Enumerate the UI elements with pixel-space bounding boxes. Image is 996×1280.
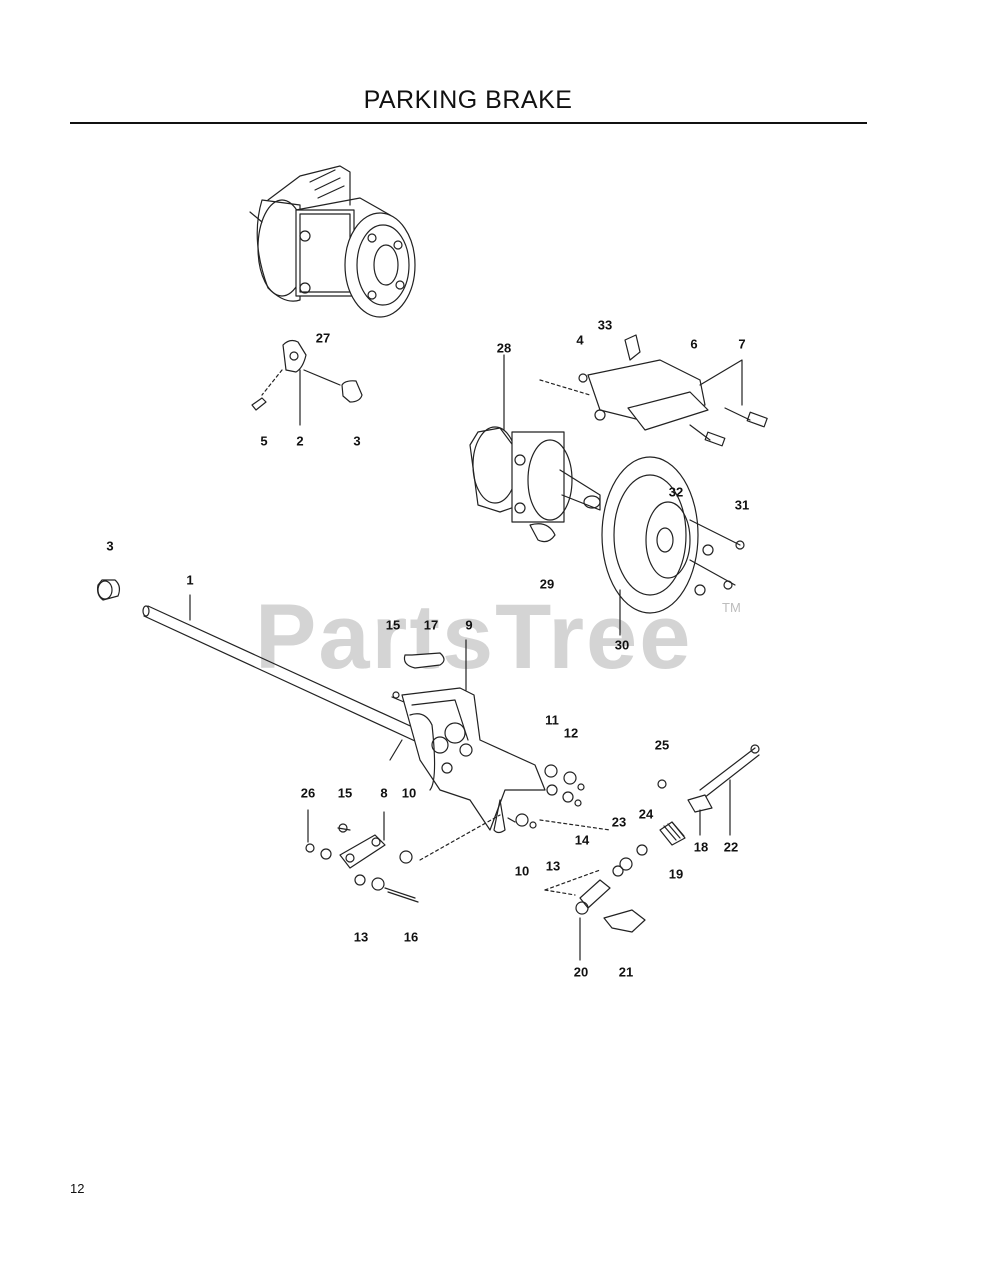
callout-19: 19: [668, 866, 684, 882]
callout-3: 3: [353, 433, 361, 449]
motor-disc-assembly: [469, 334, 768, 636]
callout-15: 15: [337, 785, 353, 801]
callout-4: 4: [576, 332, 584, 348]
callout-21: 21: [618, 964, 634, 980]
callout-29: 29: [539, 576, 555, 592]
callout-7: 7: [738, 336, 746, 352]
callout-25: 25: [654, 737, 670, 753]
callout-32: 32: [668, 484, 684, 500]
lower-left-linkage: [305, 809, 501, 903]
shaft-rod-assembly: [96, 579, 431, 748]
callout-33: 33: [597, 317, 613, 333]
callout-28: 28: [496, 340, 512, 356]
callout-14: 14: [574, 832, 590, 848]
callout-1: 1: [186, 572, 194, 588]
callout-2: 2: [296, 433, 304, 449]
callout-12: 12: [563, 725, 579, 741]
callout-11: 11: [545, 712, 559, 728]
callout-18: 18: [693, 839, 709, 855]
callout-30: 30: [614, 637, 630, 653]
callout-15: 15: [385, 617, 401, 633]
callout-5: 5: [260, 433, 268, 449]
callout-31: 31: [734, 497, 750, 513]
callout-16: 16: [403, 929, 419, 945]
title-rule: [70, 122, 867, 124]
callout-26: 26: [300, 785, 316, 801]
callout-10: 10: [401, 785, 417, 801]
callout-27: 27: [315, 330, 331, 346]
callout-23: 23: [611, 814, 627, 830]
callout-8: 8: [380, 785, 388, 801]
callout-13: 13: [353, 929, 369, 945]
callout-17: 17: [423, 617, 439, 633]
callout-24: 24: [638, 806, 654, 822]
callout-22: 22: [723, 839, 739, 855]
callout-9: 9: [465, 617, 473, 633]
watermark-trademark: TM: [722, 600, 741, 615]
callout-10: 10: [514, 863, 530, 879]
hydraulic-motor-top: [249, 165, 416, 318]
callout-6: 6: [690, 336, 698, 352]
callout-20: 20: [573, 964, 589, 980]
part-27-bracket: [251, 339, 363, 426]
lower-right-linkage: [544, 744, 760, 961]
page-title: PARKING BRAKE: [363, 86, 573, 114]
callout-13: 13: [545, 858, 561, 874]
brake-lever-assembly: [389, 639, 611, 834]
page-number: 12: [70, 1181, 85, 1196]
callout-3: 3: [106, 538, 114, 554]
